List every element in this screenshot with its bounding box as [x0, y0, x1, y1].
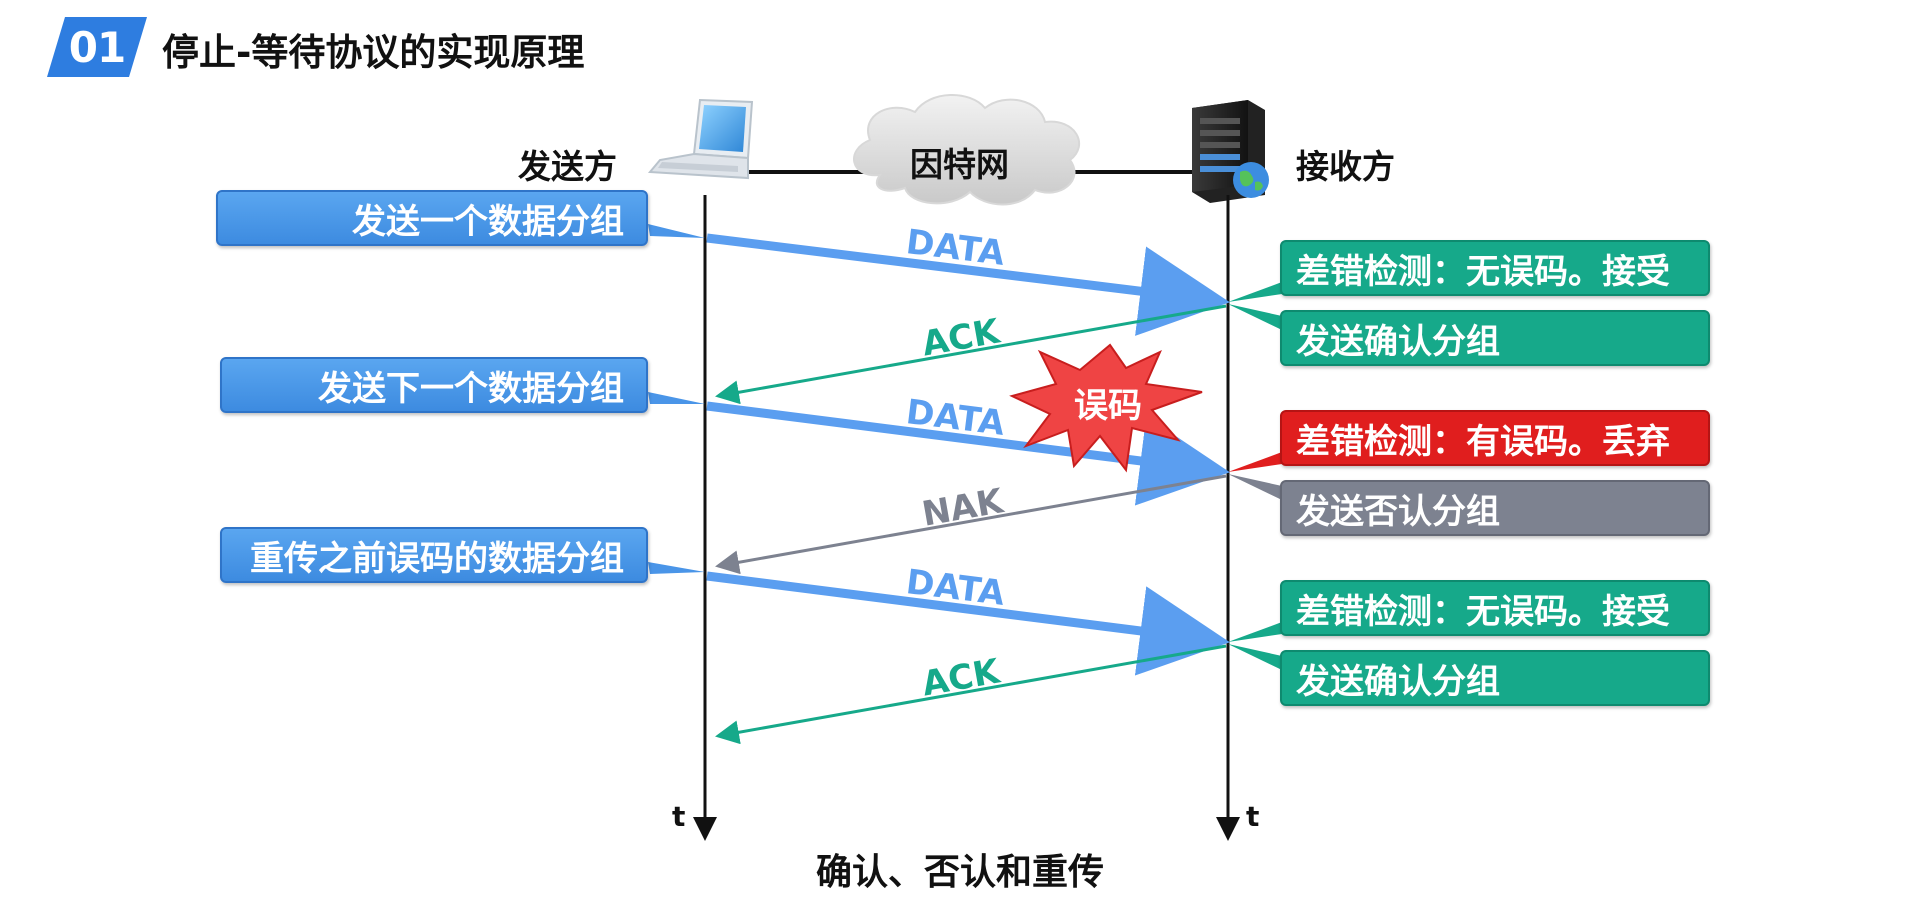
receiver-note-pointer-2: [1228, 304, 1282, 330]
receiver-note-check-ok-2: 差错检测：无误码。接受: [1280, 580, 1710, 636]
sender-note-send-first: 发送一个数据分组: [216, 190, 648, 246]
sender-note-retransmit: 重传之前误码的数据分组: [220, 527, 648, 583]
error-burst-label: 误码: [1074, 386, 1142, 426]
ack-arrow-1: [715, 304, 1227, 405]
network-label: 因特网: [910, 145, 1009, 184]
nak-arrow: [715, 474, 1227, 575]
data-arrow-3: [706, 571, 1230, 676]
receiver-note-check-ok-1: 差错检测：无误码。接受: [1280, 240, 1710, 296]
page-title: 停止-等待协议的实现原理: [162, 31, 585, 74]
cloud-icon: [853, 94, 1081, 206]
data-arrow-1: [706, 233, 1230, 336]
receiver-label: 接收方: [1296, 147, 1395, 186]
receiver-note-pointer-1: [1228, 282, 1282, 302]
sender-note-pointer-1: [648, 224, 705, 238]
diagram-caption-text: 确认、否认和重传: [815, 852, 1104, 893]
sender-note-pointer-2: [648, 392, 705, 404]
diagram-caption: 确认、否认和重传: [0, 843, 1920, 895]
receiver-note-send-ack-2: 发送确认分组: [1280, 650, 1710, 706]
sender-note-send-next: 发送下一个数据分组: [220, 357, 648, 413]
sender-note-pointer-3: [648, 562, 705, 574]
receiver-time-axis-label: t: [1246, 800, 1260, 833]
receiver-note-send-ack-1: 发送确认分组: [1280, 310, 1710, 366]
receiver-note-pointer-5: [1228, 622, 1282, 642]
section-number-badge: 01: [47, 17, 147, 77]
laptop-icon: [647, 98, 754, 180]
receiver-note-check-error: 差错检测：有误码。丢弃: [1280, 410, 1710, 466]
receiver-note-send-nak: 发送否认分组: [1280, 480, 1710, 536]
receiver-note-pointer-6: [1228, 644, 1282, 670]
sender-time-axis-label: t: [672, 800, 686, 833]
sender-label: 发送方: [518, 147, 617, 186]
receiver-note-pointer-4: [1228, 474, 1282, 500]
server-icon: [1192, 100, 1269, 203]
ack-arrow-2: [715, 644, 1227, 745]
error-burst-icon: [1009, 343, 1203, 473]
receiver-note-pointer-3: [1228, 452, 1282, 472]
